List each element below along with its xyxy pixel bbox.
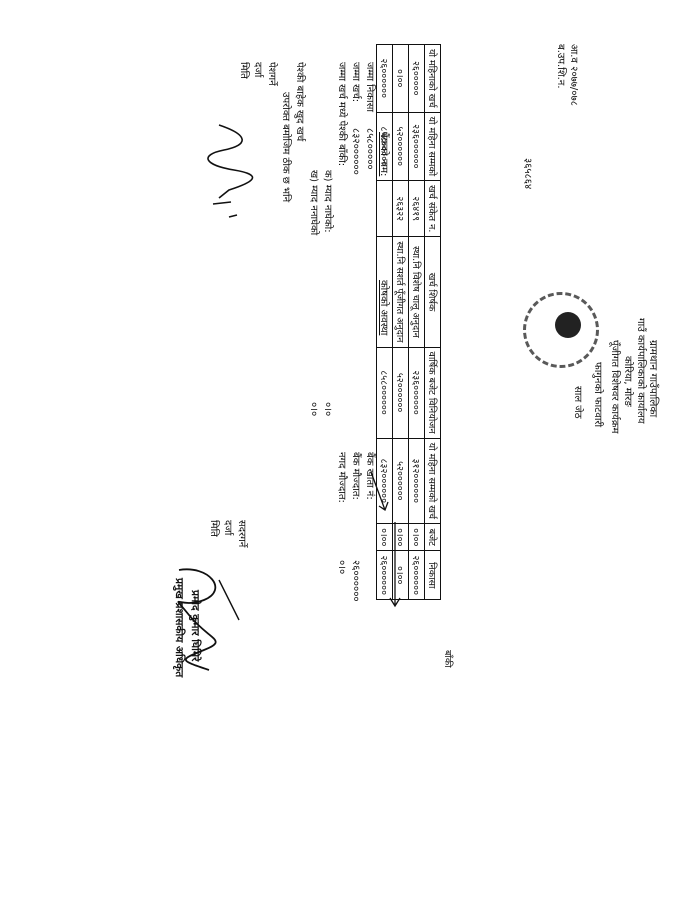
cell: २६३२२ bbox=[392, 180, 409, 237]
approved-date-label: मिति bbox=[208, 520, 219, 537]
cash-balance-value: ०।० bbox=[336, 560, 347, 575]
approver-signature bbox=[177, 568, 240, 671]
col-annual-budget: वार्षिक बजेट विनियोजन bbox=[424, 347, 441, 439]
header-office: गाउँ कार्यपालिकाको कार्यालय bbox=[635, 318, 646, 424]
cell: ५२०००००० bbox=[392, 347, 409, 439]
approver-title: प्रमुख प्रशासकीय अधिकृत bbox=[173, 578, 185, 678]
col-to-date: यो महिना सम्मको bbox=[424, 112, 441, 181]
advance-label: जम्मा खर्च मध्ये पेश्की बाँकी: bbox=[336, 62, 347, 167]
header-programme: पूँजीगत विशेषवर कार्यक्रम bbox=[609, 340, 620, 434]
approved-by-label: सदरगर्ने bbox=[236, 520, 247, 548]
bank-balance-label: बैंक मौज्दात: bbox=[350, 452, 361, 500]
prepared-rank-label: दर्जा bbox=[252, 62, 263, 78]
cell: ५२०००००० bbox=[392, 112, 409, 181]
header-statement: फागुनको फाटवारी bbox=[592, 362, 603, 428]
pointer-arrow-icon bbox=[389, 522, 401, 608]
prepared-by-label: पेशगर्ने bbox=[266, 62, 277, 86]
col-code: खर्च संकेत न. bbox=[424, 180, 441, 237]
cell: स्था.नि विशेष चालू अनुदान bbox=[408, 236, 425, 348]
col-expense-to-date: यो महिना सम्मको खर्च bbox=[424, 438, 441, 524]
stamp-emblem bbox=[555, 312, 581, 338]
total-release-label: जम्मा निकासा bbox=[364, 62, 375, 112]
cell: स्था.नि सशर्त पूँजीगत अनुदान bbox=[392, 236, 409, 348]
not-overdue-value: ०।० bbox=[308, 402, 319, 417]
total-release-value: ८५८००००० bbox=[364, 128, 375, 170]
cell: २३६०००००० bbox=[408, 347, 425, 439]
total-expense-label: जम्मा खर्च: bbox=[350, 62, 361, 103]
cell bbox=[376, 180, 393, 237]
bank-balance-value: २६०००००० bbox=[350, 560, 361, 602]
cash-balance-label: नगद मौज्दात: bbox=[336, 452, 347, 503]
header-address: कोरिया, मोरङ bbox=[622, 356, 633, 407]
prepared-date-label: मिति bbox=[238, 62, 249, 79]
cell: २६०००००० bbox=[408, 550, 425, 600]
cell: २६००००० bbox=[408, 44, 425, 112]
overdue-value: ०।० bbox=[322, 402, 333, 417]
not-overdue-label: ख) म्याद ननाघेको bbox=[308, 170, 319, 236]
col-month-expense: यो महिनाको खर्च bbox=[424, 44, 441, 112]
overdue-label: क) म्याद नाघेको: bbox=[322, 170, 333, 233]
cell: ३१२०००००० bbox=[408, 438, 425, 524]
header-year: साल जेठ bbox=[572, 386, 583, 419]
cell: २३६०००००० bbox=[408, 112, 425, 181]
remaining-group-header: बाँकी bbox=[442, 650, 453, 668]
col-title: खर्च शिर्षक bbox=[424, 236, 441, 348]
col-remaining-release: निकासा bbox=[424, 550, 441, 600]
cell: ५२०००००० bbox=[392, 438, 409, 524]
pointer-arrow-icon bbox=[370, 471, 389, 511]
approver-name: प्रमोद कुमार घिमिरे bbox=[189, 590, 201, 662]
approval-note: उपरोक्त बमोजिम ठीक छ भनि bbox=[280, 92, 291, 203]
fiscal-year: आ.व २०७७/०७८ bbox=[568, 44, 579, 106]
ref-label: ब.उप.शि.न. bbox=[555, 44, 566, 89]
cell: ०।०० bbox=[408, 523, 425, 551]
cell: ८५८०००००० bbox=[376, 347, 393, 439]
net-expense-label: पेश्की बाहेक खुद खर्च bbox=[294, 62, 305, 142]
preparer-signature bbox=[207, 124, 254, 218]
cell: २६०००००० bbox=[376, 44, 393, 112]
cell: २६४१९ bbox=[408, 180, 425, 237]
table-row: ०।०० ५२०००००० २६३२२ स्था.नि सशर्त पूँजीग… bbox=[392, 44, 409, 600]
ref-value: ३६५८६४ bbox=[522, 158, 533, 190]
col-remaining-budget: बजेट bbox=[424, 523, 441, 551]
table-row: २६००००० २३६०००००० २६४१९ स्था.नि विशेष चा… bbox=[408, 44, 425, 600]
approved-rank-label: दर्जा bbox=[222, 520, 233, 536]
fund-status: कोषको अवस्था bbox=[378, 280, 389, 336]
bank-name-label: बैंकको नाम: bbox=[378, 132, 389, 177]
header-municipality: ग्रामथान गाउँपालिका bbox=[647, 340, 659, 418]
total-expense-value: ८३२०००००० bbox=[350, 128, 361, 175]
cell: ०।०० bbox=[392, 44, 409, 112]
